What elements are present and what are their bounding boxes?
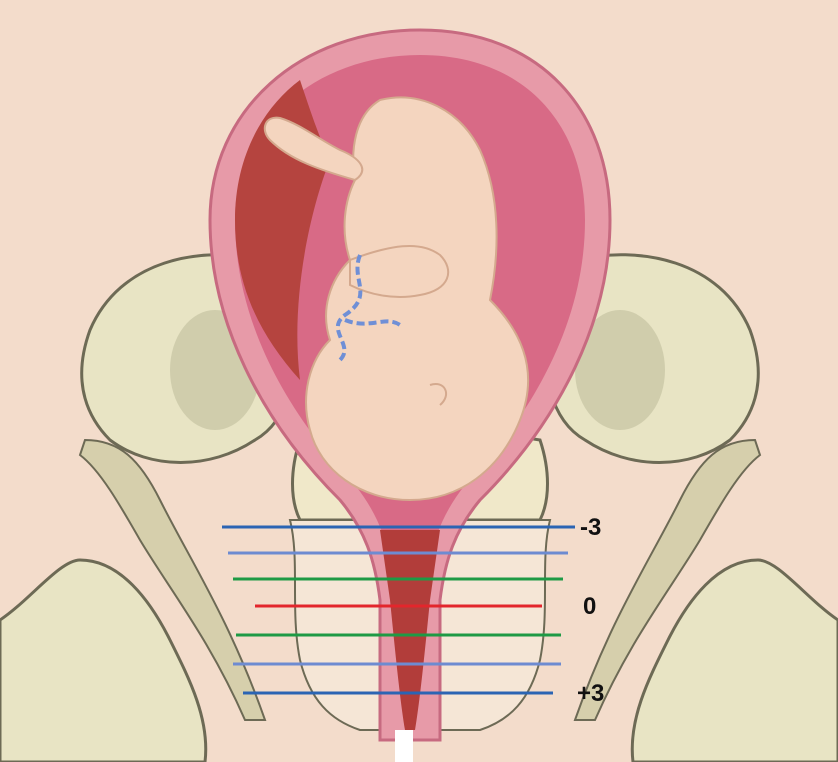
left-pelvic-band — [78, 438, 267, 721]
left-ischium — [0, 558, 208, 762]
fetus — [263, 96, 529, 502]
right-pelvic-band — [573, 438, 762, 721]
right-iliac-shadow — [575, 310, 665, 430]
station-lines — [222, 525, 575, 695]
station-zero-label: 0 — [583, 593, 596, 620]
vaginal-opening — [395, 730, 413, 762]
station-plus3-label: +3 — [577, 680, 604, 707]
fetus-ear — [429, 383, 448, 406]
umbilical-cord — [336, 254, 402, 362]
fetus-leg — [349, 244, 450, 298]
right-ischium — [630, 558, 838, 762]
fetus-arm — [263, 116, 364, 182]
fetus-body — [305, 96, 529, 502]
station-minus3-label: -3 — [580, 514, 601, 541]
